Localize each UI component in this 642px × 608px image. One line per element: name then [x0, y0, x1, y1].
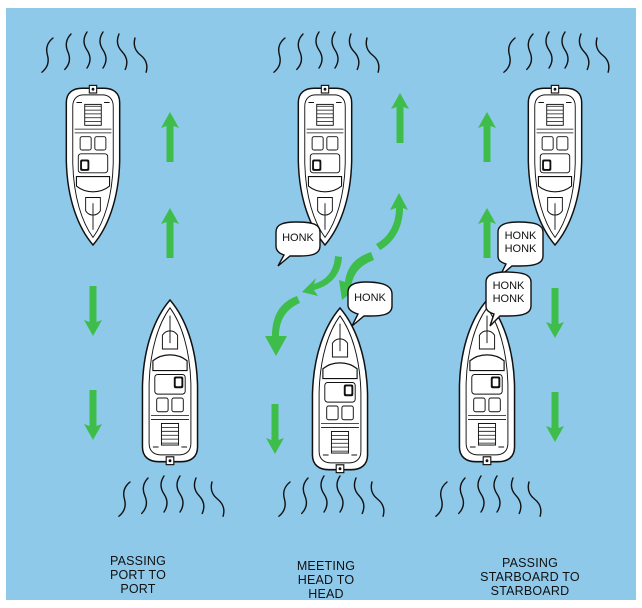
caption-line: HEAD TO: [276, 573, 376, 587]
honk-line: HONK: [486, 293, 531, 306]
honk-honk-text: HONK HONK: [498, 230, 543, 256]
caption-line: PORT: [88, 582, 188, 596]
honk-honk-text: HONK HONK: [486, 280, 531, 306]
caption-starboard-to-starboard: PASSING STARBOARD TO STARBOARD: [460, 556, 600, 598]
honk-line: HONK: [486, 280, 531, 293]
caption-line: STARBOARD: [460, 584, 600, 598]
caption-line: HEAD: [276, 587, 376, 601]
caption-port-to-port: PASSING PORT TO PORT: [88, 554, 188, 596]
honk-text: HONK: [276, 232, 320, 245]
caption-line: PASSING: [460, 556, 600, 570]
honk-line: HONK: [348, 292, 392, 305]
caption-line: PASSING: [88, 554, 188, 568]
caption-head-to-head: MEETING HEAD TO HEAD: [276, 559, 376, 601]
caption-line: MEETING: [276, 559, 376, 573]
caption-line: PORT TO: [88, 568, 188, 582]
honk-line: HONK: [276, 232, 320, 245]
honk-line: HONK: [498, 243, 543, 256]
honk-line: HONK: [498, 230, 543, 243]
honk-text: HONK: [348, 292, 392, 305]
caption-line: STARBOARD TO: [460, 570, 600, 584]
